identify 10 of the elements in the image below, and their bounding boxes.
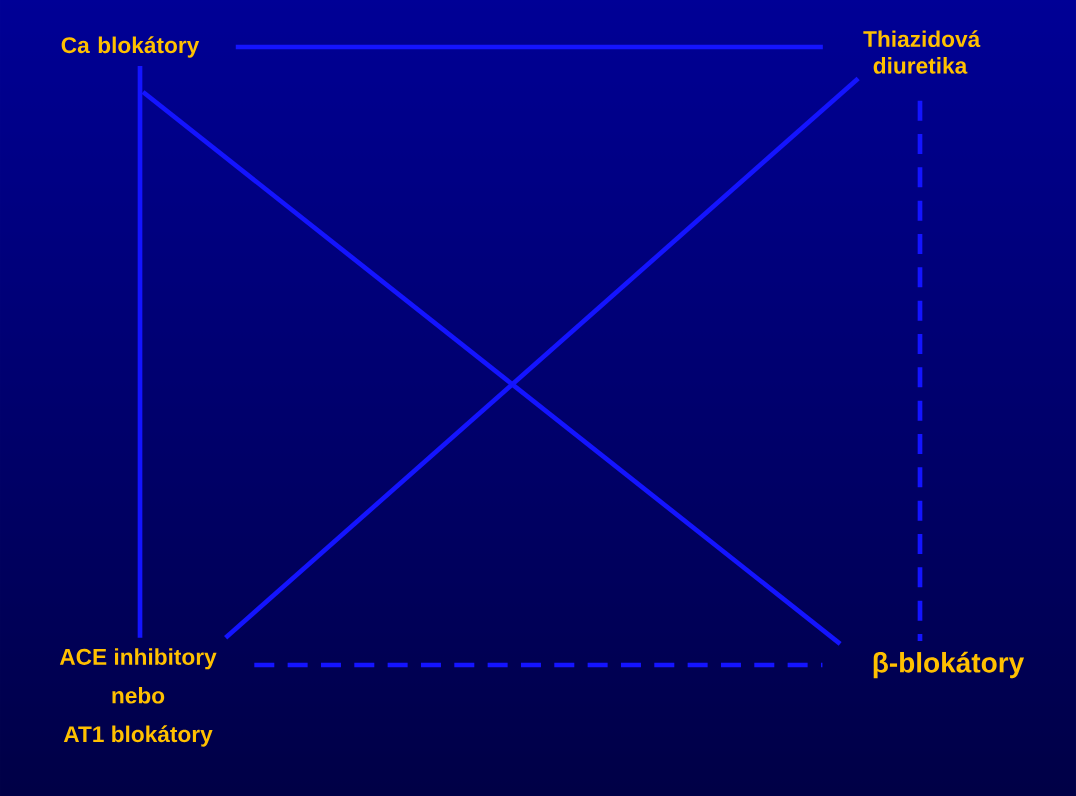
drug-label: Thiazidová diuretika bbox=[863, 30, 981, 74]
dashed-line bbox=[254, 662, 823, 668]
connector-line bbox=[224, 76, 860, 640]
dashed-line bbox=[917, 100, 923, 641]
drug-label: Ca blokátory bbox=[61, 36, 200, 58]
connector-line bbox=[137, 65, 143, 638]
connector-line bbox=[141, 90, 842, 646]
connector-line bbox=[235, 44, 823, 50]
drug-label: β-blokátory bbox=[873, 651, 1025, 679]
drug-label: ACE inhibitory nebo AT1 blokátory bbox=[59, 648, 217, 747]
